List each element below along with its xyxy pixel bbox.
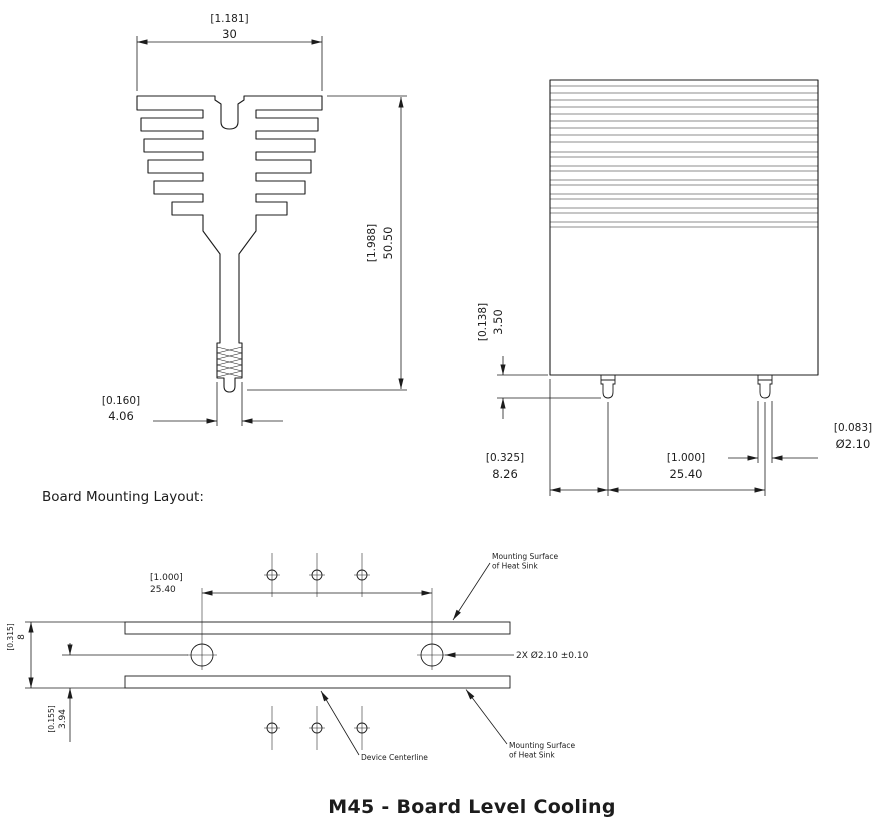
pin-holes bbox=[264, 553, 370, 750]
stud-thread-hatch bbox=[216, 346, 243, 378]
hole-note-text: 2X Ø2.10 ±0.10 bbox=[516, 650, 589, 661]
mounting-bar-top bbox=[124, 621, 511, 635]
board-hole-pitch-dim-value: 25.40 bbox=[150, 585, 176, 595]
front-stud-dim-alt: [0.160] bbox=[102, 395, 140, 407]
mounting-bar-bottom bbox=[124, 675, 511, 689]
side-pin-offset-dim-alt: [0.325] bbox=[486, 452, 524, 464]
side-pin-offset-dimension: [0.325] 8.26 bbox=[486, 379, 609, 496]
mounting-surface-bottom-line1: Mounting Surface bbox=[509, 741, 575, 750]
hole-note-callout: 2X Ø2.10 ±0.10 bbox=[445, 650, 589, 661]
side-pin-pitch-dim-alt: [1.000] bbox=[667, 452, 705, 464]
side-fin-lines bbox=[550, 85, 818, 228]
front-width-dim-alt: [1.181] bbox=[210, 13, 248, 25]
board-layout-section-label: Board Mounting Layout: bbox=[42, 489, 204, 505]
side-pin-diameter-dimension: [0.083] Ø2.10 bbox=[728, 401, 872, 463]
side-pin-diameter-dim-value: Ø2.10 bbox=[836, 437, 871, 451]
front-width-dim-value: 30 bbox=[222, 27, 237, 41]
side-pin-offset-dim-value: 8.26 bbox=[492, 467, 518, 481]
mounting-holes bbox=[187, 588, 447, 670]
front-height-dim-value: 50.50 bbox=[381, 227, 395, 260]
left-pin bbox=[600, 375, 616, 399]
front-width-dimension: [1.181] 30 bbox=[136, 13, 323, 91]
side-pin-pitch-dimension: [1.000] 25.40 bbox=[608, 402, 766, 496]
board-hole-pitch-dimension: [1.000] 25.40 bbox=[150, 573, 432, 596]
front-height-dim-alt: [1.988] bbox=[366, 224, 378, 262]
board-hole-pitch-dim-alt: [1.000] bbox=[150, 573, 183, 583]
side-standoff-dimension: [0.138] 3.50 bbox=[477, 303, 601, 419]
board-offset-dimension: [0.155] 3.94 bbox=[47, 643, 188, 742]
side-standoff-dim-value: 3.50 bbox=[491, 309, 505, 335]
side-standoff-dim-alt: [0.138] bbox=[477, 303, 489, 341]
drawing-title: M45 - Board Level Cooling bbox=[328, 796, 616, 818]
board-width-dim-alt: [0.315] bbox=[6, 623, 15, 650]
front-stud-dimension: [0.160] 4.06 bbox=[102, 382, 283, 426]
device-centerline-text: Device Centerline bbox=[361, 753, 428, 762]
device-centerline-callout: Device Centerline bbox=[320, 690, 428, 762]
mounting-surface-bottom-line2: of Heat Sink bbox=[509, 751, 555, 760]
mounting-surface-top-line2: of Heat Sink bbox=[492, 562, 538, 571]
side-pin-diameter-dim-alt: [0.083] bbox=[834, 422, 872, 434]
side-view: [0.138] 3.50 [0.325] 8.26 [1.000] 25.40 … bbox=[477, 79, 872, 496]
mounting-surface-top-line1: Mounting Surface bbox=[492, 552, 558, 561]
heatsink-side-body bbox=[549, 79, 819, 376]
board-offset-dim-alt: [0.155] bbox=[47, 705, 56, 732]
front-stud-dim-value: 4.06 bbox=[108, 409, 134, 423]
front-view: [1.181] 30 [1.988] 50.50 [0.160] 4.06 bbox=[102, 13, 407, 426]
mounting-surface-top-callout: Mounting Surface of Heat Sink bbox=[452, 552, 558, 621]
side-pin-pitch-dim-value: 25.40 bbox=[670, 467, 703, 481]
board-width-dim-value: 8 bbox=[17, 634, 27, 640]
front-height-dimension: [1.988] 50.50 bbox=[247, 95, 407, 391]
board-mounting-layout: Board Mounting Layout: [1.000] 25.40 bbox=[6, 489, 589, 762]
board-width-dimension: [0.315] 8 bbox=[6, 621, 125, 689]
board-offset-dim-value: 3.94 bbox=[58, 709, 68, 729]
heatsink-front-outline bbox=[136, 95, 323, 393]
right-pin bbox=[757, 375, 773, 399]
mounting-surface-bottom-callout: Mounting Surface of Heat Sink bbox=[465, 689, 575, 760]
